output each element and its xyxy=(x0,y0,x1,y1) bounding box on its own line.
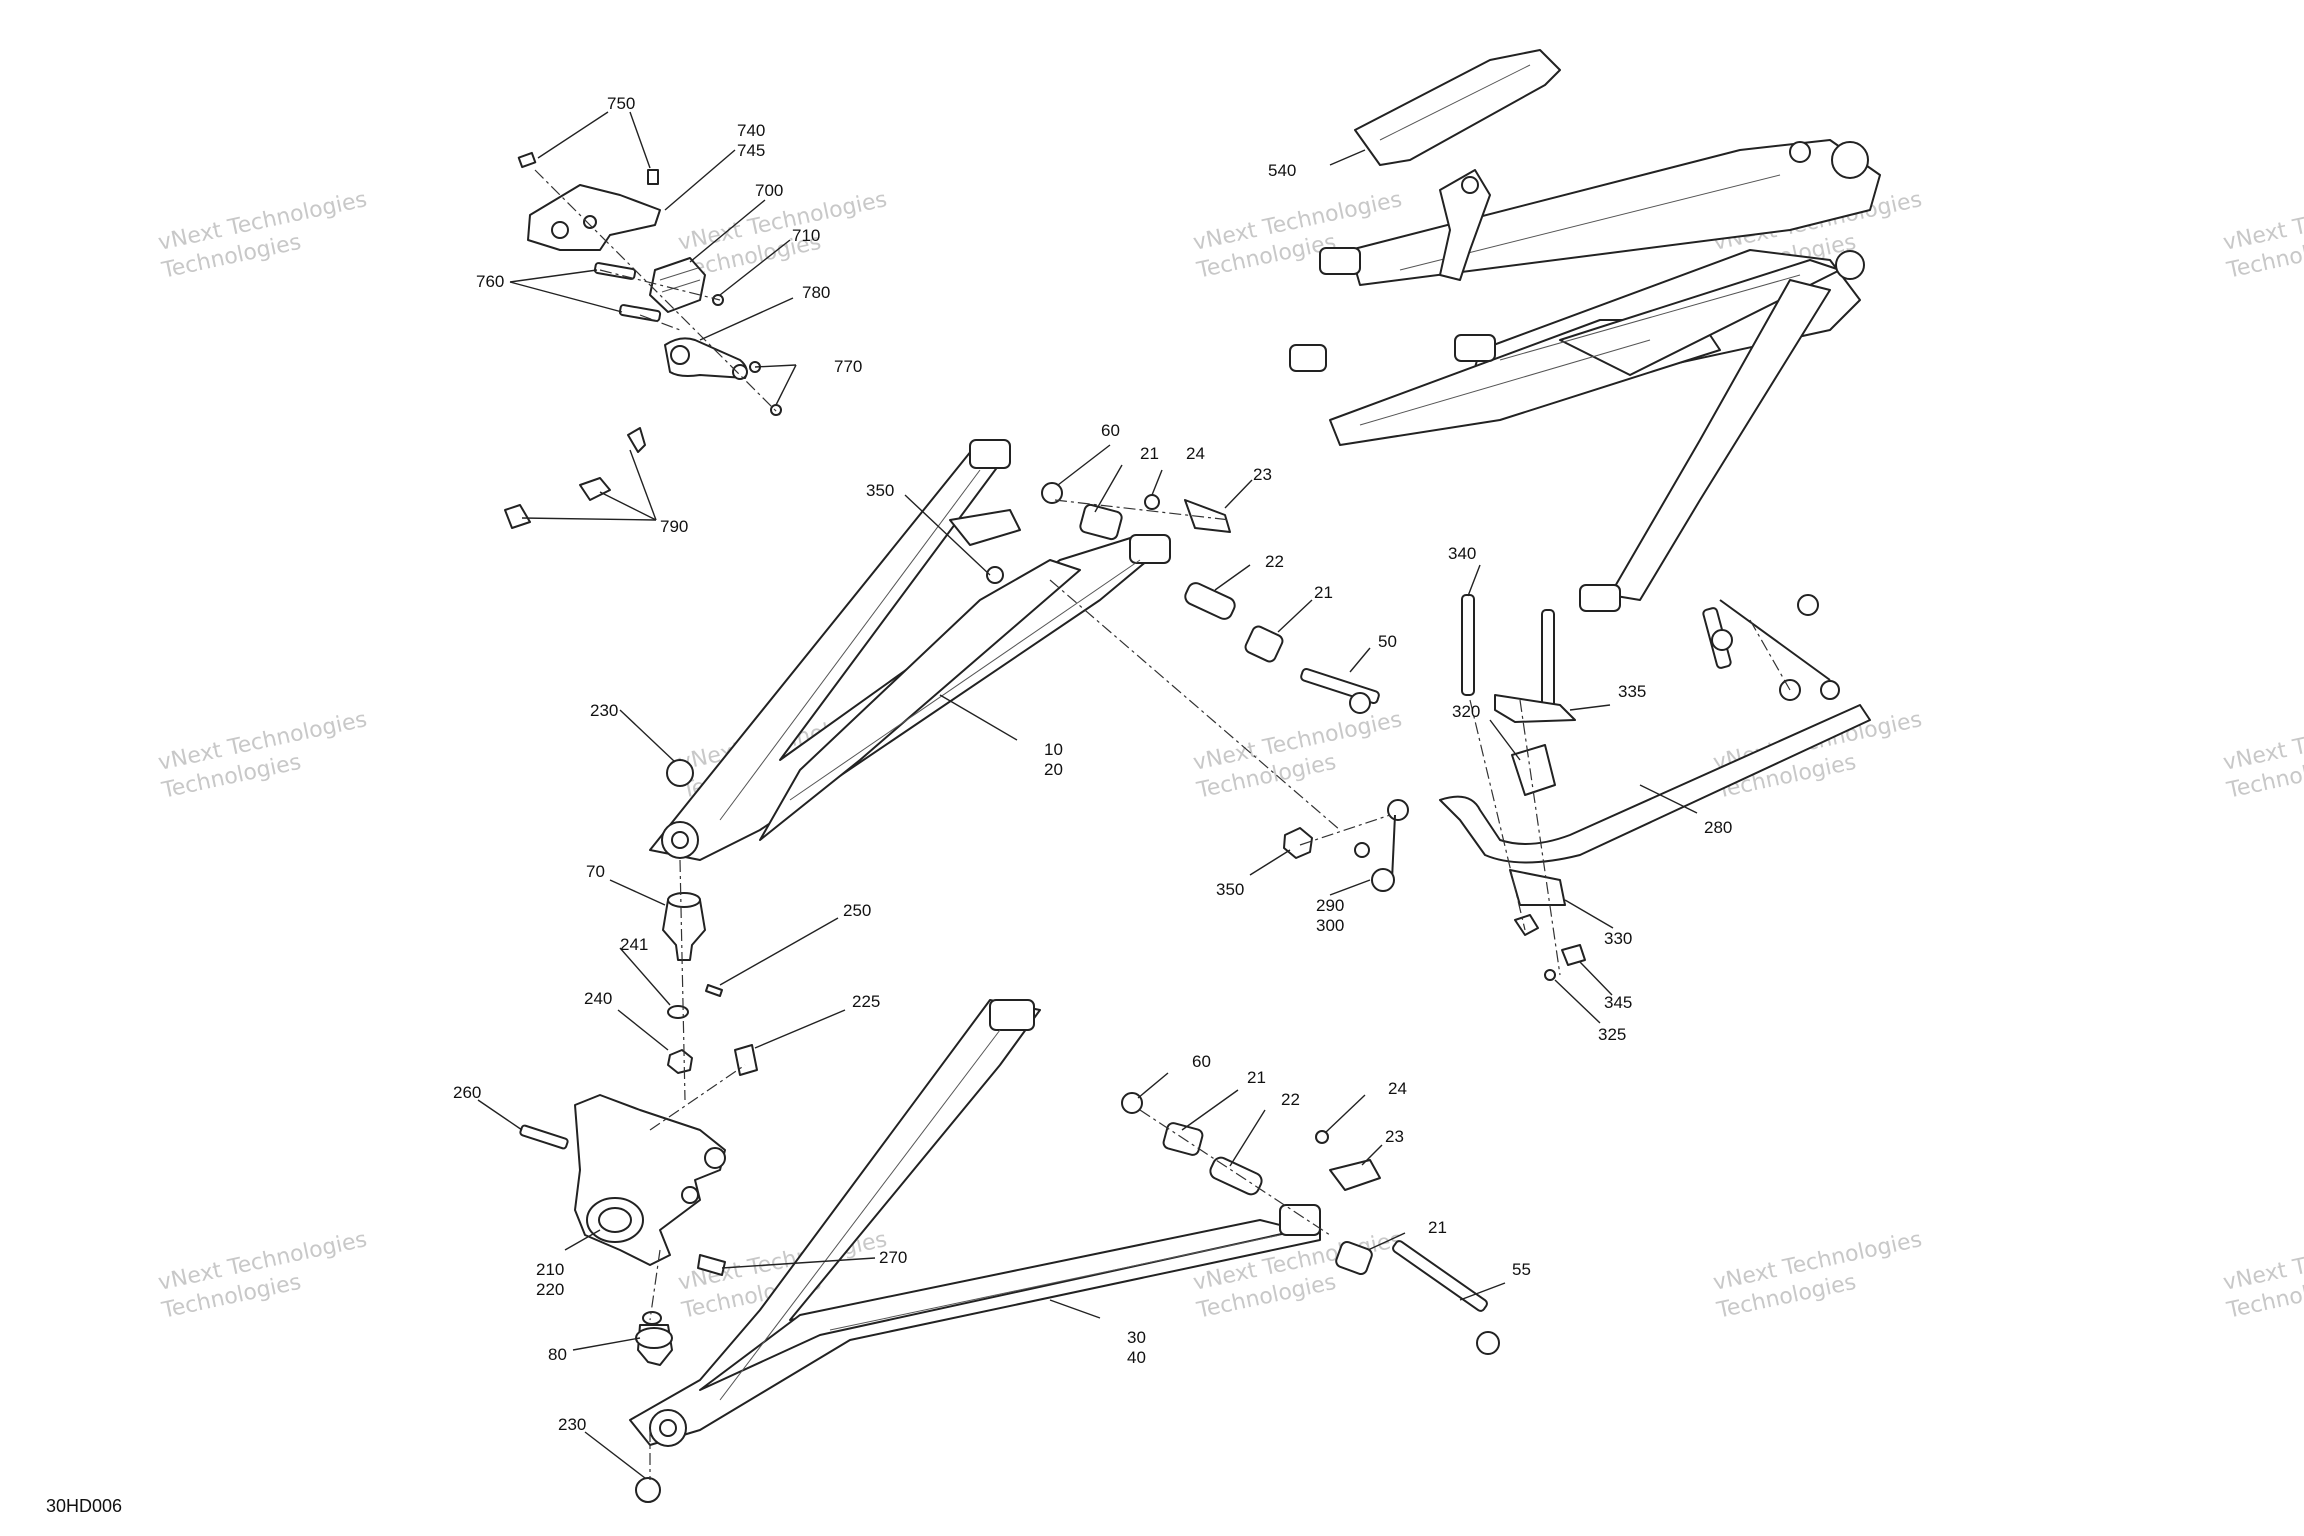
callout-320: 320 xyxy=(1452,702,1480,721)
callout-labels: 750 740 745 700 710 760 780 770 790 540 … xyxy=(453,94,1732,1434)
callout-40: 40 xyxy=(1127,1348,1146,1367)
callout-60-lower: 60 xyxy=(1192,1052,1211,1071)
callout-70: 70 xyxy=(586,862,605,881)
trailing-arm-upper xyxy=(1289,139,1881,612)
callout-50: 50 xyxy=(1378,632,1397,651)
callout-230-lower: 230 xyxy=(558,1415,586,1434)
callout-300: 300 xyxy=(1316,916,1344,935)
assembly-lines xyxy=(534,169,1791,1480)
diagram-code: 30HD006 xyxy=(46,1496,122,1516)
callout-745: 745 xyxy=(737,141,765,160)
callout-700: 700 xyxy=(755,181,783,200)
upper-arm-hardware xyxy=(986,482,1380,714)
callout-780: 780 xyxy=(802,283,830,302)
lower-a-arm xyxy=(629,999,1321,1447)
nut-350 xyxy=(1283,827,1313,859)
callout-210: 210 xyxy=(536,1260,564,1279)
cover-540 xyxy=(1354,49,1561,281)
callout-24-upper: 24 xyxy=(1186,444,1205,463)
callout-710: 710 xyxy=(792,226,820,245)
leader-lines xyxy=(477,111,1698,1479)
callout-345: 345 xyxy=(1604,993,1632,1012)
callout-21-lower-a: 21 xyxy=(1247,1068,1266,1087)
watermark: vNext Technologies Technologies xyxy=(1711,707,1924,804)
fastener-270 xyxy=(697,1254,726,1276)
steering-knuckle xyxy=(574,1094,726,1266)
mounting-bracket-assembly xyxy=(517,151,782,416)
callout-220: 220 xyxy=(536,1280,564,1299)
sway-bar-link xyxy=(1354,799,1409,892)
callout-23-lower: 23 xyxy=(1385,1127,1404,1146)
watermark: vNext Technologies Technologies xyxy=(2221,187,2304,284)
callout-23-upper: 23 xyxy=(1253,465,1272,484)
retaining-ring-upper xyxy=(666,759,694,787)
watermark: vNext Technologies Technologies xyxy=(1711,1227,1924,1324)
watermarks: vNext Technologies Technologies vNext Te… xyxy=(156,187,2304,1324)
callout-280: 280 xyxy=(1704,818,1732,837)
parts xyxy=(504,49,1881,1503)
bushing-bracket xyxy=(1461,594,1586,981)
callout-330: 330 xyxy=(1604,929,1632,948)
callout-21-upper-b: 21 xyxy=(1314,583,1333,602)
callout-30: 30 xyxy=(1127,1328,1146,1347)
callout-24-lower: 24 xyxy=(1388,1079,1407,1098)
washer xyxy=(667,1005,689,1019)
callout-740: 740 xyxy=(737,121,765,140)
watermark: vNext Technologies Technologies xyxy=(2221,707,2304,804)
callout-270: 270 xyxy=(879,1248,907,1267)
callout-340: 340 xyxy=(1448,544,1476,563)
callout-55: 55 xyxy=(1512,1260,1531,1279)
callout-230-upper: 230 xyxy=(590,701,618,720)
callout-540: 540 xyxy=(1268,161,1296,180)
bolt-260 xyxy=(519,1124,569,1150)
lower-arm-hardware xyxy=(1121,1092,1500,1355)
sway-bar xyxy=(1439,594,1871,864)
watermark: vNext Technologies Technologies xyxy=(2221,1227,2304,1324)
upper-a-arm xyxy=(649,439,1171,861)
callout-21-lower-b: 21 xyxy=(1428,1218,1447,1237)
callout-241: 241 xyxy=(620,935,648,954)
callout-325: 325 xyxy=(1598,1025,1626,1044)
callout-750: 750 xyxy=(607,94,635,113)
callout-335: 335 xyxy=(1618,682,1646,701)
callout-260: 260 xyxy=(453,1083,481,1102)
ball-joint-upper xyxy=(662,892,706,961)
callout-80: 80 xyxy=(548,1345,567,1364)
watermark: vNext Technologies Technologies xyxy=(156,1227,369,1324)
callout-60-upper: 60 xyxy=(1101,421,1120,440)
ball-joint-lower xyxy=(635,1311,673,1366)
callout-22-upper: 22 xyxy=(1265,552,1284,571)
callout-22-lower: 22 xyxy=(1281,1090,1300,1109)
retaining-ring-lower xyxy=(635,1477,661,1503)
callout-760: 760 xyxy=(476,272,504,291)
callout-770: 770 xyxy=(834,357,862,376)
callout-290: 290 xyxy=(1316,896,1344,915)
nut xyxy=(667,1049,693,1074)
callout-350-lower: 350 xyxy=(1216,880,1244,899)
watermark: vNext Technologies Technologies xyxy=(1191,707,1404,804)
callout-240: 240 xyxy=(584,989,612,1008)
callout-350-upper: 350 xyxy=(866,481,894,500)
callout-225: 225 xyxy=(852,992,880,1011)
callout-21-upper-a: 21 xyxy=(1140,444,1159,463)
watermark: vNext Technologies Technologies xyxy=(156,707,369,804)
callout-20: 20 xyxy=(1044,760,1063,779)
watermark: vNext Technologies Technologies xyxy=(676,187,889,284)
pin-225 xyxy=(734,1044,758,1076)
callout-10: 10 xyxy=(1044,740,1063,759)
clips xyxy=(504,427,646,529)
callout-250: 250 xyxy=(843,901,871,920)
callout-790: 790 xyxy=(660,517,688,536)
cotter-pin xyxy=(705,984,723,997)
watermark: vNext Technologies Technologies xyxy=(156,187,369,284)
